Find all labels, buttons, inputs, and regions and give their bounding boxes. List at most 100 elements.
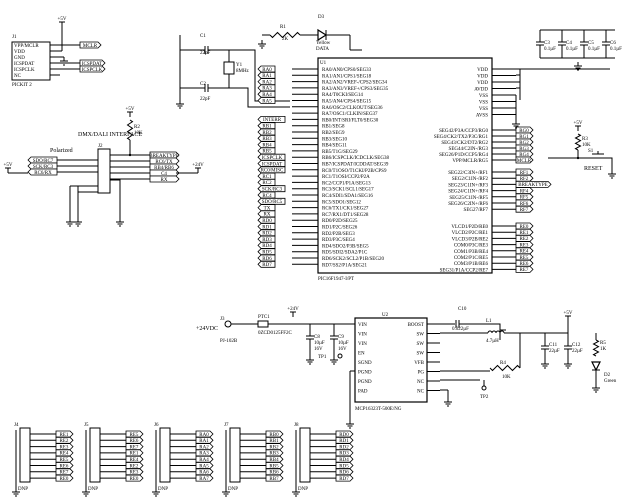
header-ref: J8 (294, 423, 299, 428)
ptc-fuse (257, 320, 269, 328)
led-color: Green (604, 379, 617, 384)
reg-part: MCP16323T-500E/NG (355, 407, 402, 412)
mcu-left-pin: RA7/OSC1/CLKIN/SEG37 (322, 112, 378, 117)
dmx-polarized: Polarized (50, 148, 73, 154)
mcu-right-flag (515, 126, 534, 134)
mcu-left-flag (257, 78, 276, 85)
cap-ref: C10 (458, 307, 467, 312)
header-pin-flag (195, 474, 214, 482)
mcu-right-flag-label: RE7 (520, 268, 529, 273)
mcu-right-pin: SEG4/CK2/TX2/P3C/RG1 (434, 135, 489, 140)
jack-ref: J3 (220, 317, 225, 322)
mcu-left-flag (257, 172, 276, 180)
mcu-left-pin: RA5/AN4/CPS4/SEG15 (322, 100, 372, 105)
mcu-left-flag (257, 141, 276, 149)
pickit-pin-label: ICSPDAT (14, 62, 34, 67)
header-part: DNP (88, 487, 98, 492)
dmx-right-flag-label: RC6/TX (155, 160, 173, 165)
cap-rating: 16V (338, 347, 347, 352)
header-pin-flag-label: RA1 (199, 439, 209, 444)
mcu-right-pin: SEG2/C1IN-/RF2 (452, 177, 489, 182)
header-pin-flag-label: RA7 (199, 477, 209, 482)
header-pin-flag-label: RE0 (130, 477, 139, 482)
mcu-left-flag (257, 97, 276, 104)
header-pin-flag-label: RE3 (60, 445, 69, 450)
mcu-left-flag (257, 235, 276, 243)
mcu-left-flag (257, 210, 276, 218)
mcu-left-pin: RB6/ICSPCLK/ICDCLK/SEG38 (322, 156, 389, 161)
header-pin-flag (335, 468, 354, 476)
dmx-left-flag-label: RC6/RX (34, 171, 52, 176)
mcu-left-pin: RD6/SCK2/SCL2/P1B/SEG20 (322, 257, 384, 262)
mcu-left-flag (257, 90, 276, 98)
mcu-right-pin: VLCD3/P2B/RE2 (452, 237, 489, 242)
pickit-pin-label: GND (14, 56, 25, 61)
mcu-right-pin: COM1/P3B/RE4 (454, 250, 489, 255)
reg-right-pin: SW (417, 342, 425, 347)
reg-left-pin: PGND (358, 380, 372, 385)
cap-value: 0.1µF (610, 47, 622, 52)
mcu-right-pin: SEG26/P1D/CCP5/RG4 (439, 153, 488, 158)
header-pin-flag (265, 468, 284, 476)
mcu-part: PIC16F1947-I/PT (318, 277, 354, 282)
header-pin-flag-label: RE0 (60, 477, 69, 482)
header-pin-flag (265, 474, 284, 482)
mcu-left-pin: RB2/SEG9 (322, 131, 345, 136)
inductor-coil (499, 330, 505, 334)
reg-right-pin: SW (417, 333, 425, 338)
mcu-right-flag (515, 193, 534, 201)
mcu-right-flag-label: RE3 (520, 243, 529, 248)
mcu-left-flag-label: INTERR (263, 118, 282, 123)
header-pin-flag (335, 436, 354, 444)
mcu-right-flag (515, 234, 534, 242)
header-pin-flag (125, 430, 144, 438)
mcu-left-pin: RD1/P2C/SEG26 (322, 226, 358, 231)
cap-ref: C2 (200, 82, 206, 87)
mcu-right-pin: VLCD1/P2D/RE0 (451, 225, 488, 230)
header-pin-flag-label: RD4 (339, 458, 349, 463)
cap-ref: C9 (338, 335, 344, 340)
reg-right-pin: NC (417, 380, 425, 385)
dmx-right-flag (149, 151, 180, 159)
header-pin-flag-label: RA6 (199, 471, 209, 476)
led-label: DATA (316, 47, 329, 52)
header-part: DNP (298, 487, 308, 492)
mcu-left-flag-label: ICSPDAT (262, 162, 282, 167)
net-flag-icspclk (79, 65, 106, 73)
led-green (591, 361, 601, 372)
mcu-left-flag-label: RB2 (262, 131, 272, 136)
reg-right-pin: BOOST (408, 323, 424, 328)
header-pin-flag (125, 468, 144, 476)
cap-value: 22µF (549, 349, 560, 354)
fuse-value: 0ZCD0125FF2C (258, 331, 293, 336)
header-pin-flag-label: RE7 (130, 445, 139, 450)
header-pin-flag (265, 455, 284, 463)
mcu-left-flag-label: RC4 (262, 194, 272, 199)
reg-left-pin: EN (358, 352, 365, 357)
mcu-left-flag (257, 153, 286, 161)
mcu-left-flag-label: RA3 (262, 87, 272, 92)
res-ref: R5 (600, 341, 606, 346)
header-part: DNP (158, 487, 168, 492)
mcu-left-flag (257, 71, 276, 79)
header-pin-flag-label: RD6 (339, 471, 349, 476)
inductor-ref: L1 (486, 319, 492, 324)
mcu-left-flag-label: RD2 (262, 232, 272, 237)
header-pin-flag (335, 443, 354, 451)
mcu-right-flag (515, 150, 534, 158)
fuse-ref: PTC1 (258, 315, 270, 320)
res-ref: R3 (582, 137, 588, 142)
mcu-right-flag (515, 180, 552, 188)
header-pin-flag-label: RE2 (60, 439, 69, 444)
mcu-left-pin: RD5/SDI2/SDA2/P1C (322, 251, 368, 256)
mcu-left-pin: RB0/INT/SRI/FLT0/SEG30 (322, 118, 379, 123)
mcu-left-flag-label: RA4 (262, 93, 272, 98)
header-pin-flag (125, 474, 144, 482)
mcu-left-pin: RC1/T1OSI/CCP2/P2A (322, 175, 370, 180)
mcu-right-flag (515, 241, 534, 249)
mcu-left-pin: RB7/ICSPDAT/ICDDAT/SEG39 (322, 163, 389, 168)
mcu-right-pin: VDD (477, 81, 488, 86)
header-pin-flag-label: RE4 (130, 458, 139, 463)
supply-label: +5V (126, 107, 135, 112)
mcu-left-flag (257, 160, 286, 167)
